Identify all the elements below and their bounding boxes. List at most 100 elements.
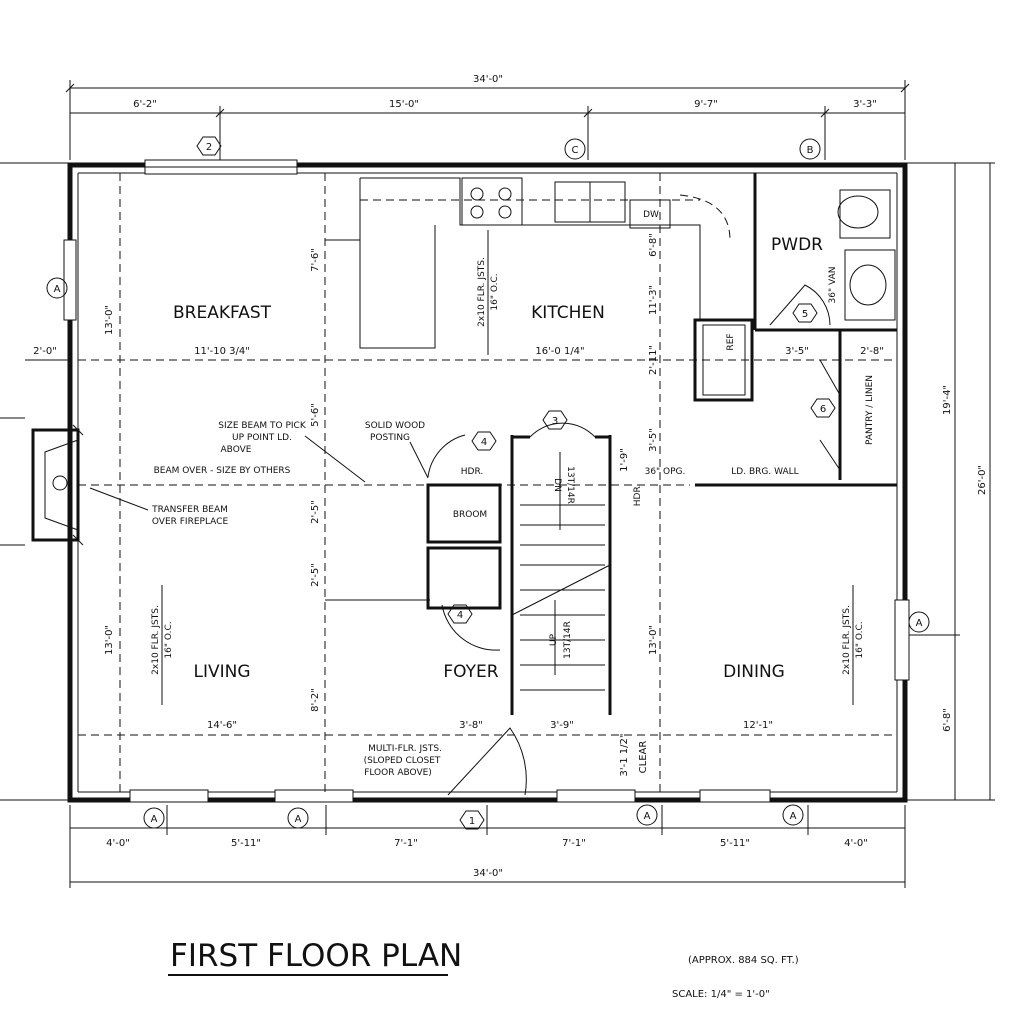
dim-right-total: 26'-0" <box>977 465 988 495</box>
window-tag-bottom-2: A <box>295 814 302 825</box>
label-ref: REF <box>726 333 736 350</box>
dim-living-width: 14'-6" <box>207 720 237 731</box>
dim-bottom-seg-1: 4'-0" <box>106 838 130 849</box>
dim-bottom-total: 34'-0" <box>473 868 503 879</box>
dim-kitchen-upper: 7'-6" <box>310 248 321 272</box>
note-transfer-beam-line2: OVER FIREPLACE <box>152 517 229 527</box>
joist-dining-line1: 2x10 FLR. JSTS. <box>842 605 852 675</box>
dim-left-fireplace: 2'-0" <box>33 346 57 357</box>
section-tag-b: B <box>807 145 814 156</box>
dim-foyer-width: 3'-8" <box>459 720 483 731</box>
dim-ref-depth: 2'-11" <box>648 345 659 375</box>
note-beam-over: BEAM OVER - SIZE BY OTHERS <box>154 466 291 476</box>
dim-dining-height: 13'-0" <box>648 625 659 655</box>
plan-scale: SCALE: 1/4" = 1'-0" <box>672 989 770 1000</box>
top-dimension-lines <box>65 80 910 160</box>
joist-dining-line2: 16" O.C. <box>855 621 865 658</box>
window-tag-left: A <box>54 284 61 295</box>
section-tag-c: C <box>572 145 579 156</box>
windows <box>63 159 910 803</box>
room-breakfast: BREAKFAST <box>173 303 272 323</box>
joist-kitchen-line2: 16" O.C. <box>490 273 500 310</box>
window-tag-right: A <box>916 618 923 629</box>
dim-clear: 3'-1 1/2" <box>619 734 630 777</box>
dim-dw-depth: 6'-8" <box>648 233 659 257</box>
dim-beam-mid2: 2'-5" <box>310 563 321 587</box>
door-tag-1: 1 <box>469 816 475 827</box>
label-dn-spec: 13T/14R <box>565 466 575 504</box>
interior-walls <box>426 173 897 715</box>
dim-stair-gap: 1'-9" <box>619 448 630 472</box>
dim-bottom-seg-4: 7'-1" <box>562 838 586 849</box>
door-tag-5: 5 <box>802 309 808 320</box>
dim-bottom-seg-6: 4'-0" <box>844 838 868 849</box>
room-pantry: PANTRY / LINEN <box>865 375 875 445</box>
door-tag-4-top: 4 <box>481 437 487 448</box>
room-kitchen: KITCHEN <box>531 303 605 323</box>
dim-stair-width: 3'-9" <box>550 720 574 731</box>
dim-bottom-seg-5: 5'-11" <box>720 838 750 849</box>
dim-top-seg-2: 15'-0" <box>389 99 419 110</box>
label-clear: CLEAR <box>638 741 649 774</box>
note-transfer-beam-line1: TRANSFER BEAM <box>151 505 228 515</box>
right-dimension-lines <box>905 162 995 801</box>
note-size-beam-line3: ABOVE <box>221 445 252 455</box>
note-solid-wood-line2: POSTING <box>370 433 410 443</box>
dim-top-seg-3: 9'-7" <box>694 99 718 110</box>
note-size-beam-line1: SIZE BEAM TO PICK <box>218 421 307 431</box>
dim-top-total: 34'-0" <box>473 74 503 85</box>
dim-beam-upper: 5'-6" <box>310 403 321 427</box>
dim-kitchen-depth: 11'-3" <box>648 285 659 315</box>
door-tag-4-bottom: 4 <box>457 610 463 621</box>
dim-right-upper: 19'-4" <box>942 385 953 415</box>
dim-right-lower: 6'-8" <box>942 708 953 732</box>
dim-bottom-seg-3: 7'-1" <box>394 838 418 849</box>
plan-title: FIRST FLOOR PLAN <box>170 938 462 974</box>
dim-beam-mid: 2'-5" <box>310 500 321 524</box>
dim-pwdr-width: 3'-5" <box>785 346 809 357</box>
joist-kitchen-line1: 2x10 FLR. JSTS. <box>477 257 487 327</box>
note-solid-wood-line1: SOLID WOOD <box>365 421 425 431</box>
dim-living-height: 13'-0" <box>104 625 115 655</box>
dim-top-seg-4: 3'-3" <box>853 99 877 110</box>
joist-arrows <box>161 230 854 705</box>
dim-bottom-seg-2: 5'-11" <box>231 838 261 849</box>
joist-living-line2: 16" O.C. <box>164 621 174 658</box>
label-vanity: 36" VAN <box>828 267 838 304</box>
stair-treads <box>511 452 611 691</box>
label-36-opening: 36" OPG. <box>645 467 686 477</box>
dim-top-seg-1: 6'-2" <box>133 99 157 110</box>
label-hdr-right: HDR. <box>633 484 643 507</box>
door-tag-6: 6 <box>820 404 826 415</box>
label-ld-brg-wall: LD. BRG. WALL <box>731 467 798 477</box>
dim-kitchen-width: 16'-0 1/4" <box>535 346 584 357</box>
bottom-dimension-lines <box>69 805 906 888</box>
note-multi-flr-line3: FLOOR ABOVE) <box>364 768 432 778</box>
door-tag-3: 3 <box>552 416 558 427</box>
joist-living-line1: 2x10 FLR. JSTS. <box>151 605 161 675</box>
note-multi-flr-line1: MULTI-FLR. JSTS. <box>368 744 442 754</box>
dim-breakfast-width: 11'-10 3/4" <box>194 346 250 357</box>
door-tag-2: 2 <box>206 142 212 153</box>
window-tag-bottom-1: A <box>151 814 158 825</box>
label-hdr-left: HDR. <box>461 467 484 477</box>
room-foyer: FOYER <box>443 662 498 682</box>
label-dw: DW <box>643 210 659 220</box>
room-living: LIVING <box>193 662 250 682</box>
fireplace <box>31 424 84 546</box>
note-solid-wood-leader <box>409 441 429 479</box>
note-transfer-beam-leader <box>89 487 149 511</box>
note-size-beam-leader <box>304 435 366 483</box>
window-tag-bottom-4: A <box>790 811 797 822</box>
window-tag-bottom-3: A <box>644 811 651 822</box>
room-pwdr: PWDR <box>771 235 823 255</box>
label-dn: DN <box>552 478 562 492</box>
note-size-beam-line2: UP POINT LD. <box>232 433 292 443</box>
room-broom: BROOM <box>453 510 487 520</box>
tag-shapes <box>46 136 930 830</box>
note-multi-flr-line2: (SLOPED CLOSET <box>364 756 441 766</box>
dim-pantry-width: 2'-8" <box>860 346 884 357</box>
dim-living-lower: 8'-2" <box>310 688 321 712</box>
powder-fixtures <box>837 189 896 321</box>
